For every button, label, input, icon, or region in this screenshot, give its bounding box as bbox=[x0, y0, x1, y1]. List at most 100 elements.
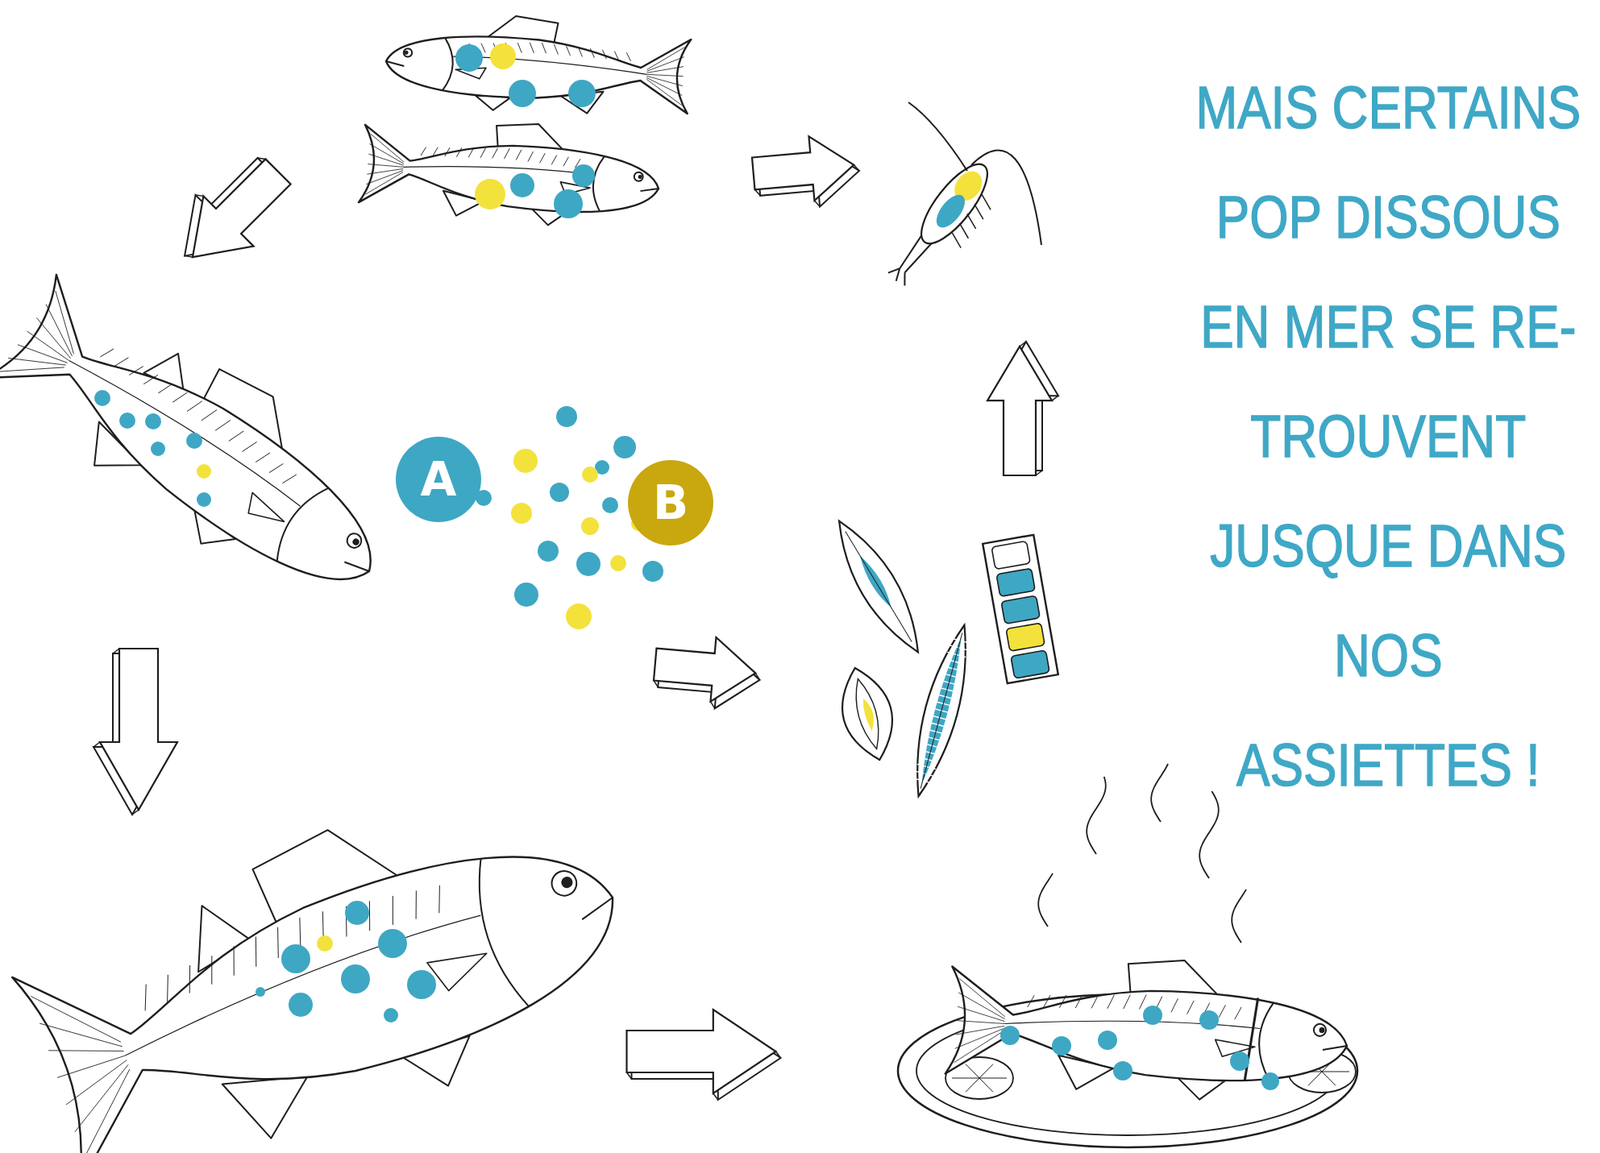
tail-ray bbox=[32, 290, 98, 354]
fish-body bbox=[0, 274, 406, 624]
scale-hatch bbox=[159, 975, 176, 1003]
scale-hatch bbox=[480, 43, 486, 53]
scale-hatch bbox=[181, 965, 199, 994]
tail-ray bbox=[57, 1055, 125, 1078]
scale-hatch bbox=[407, 890, 425, 919]
copepod-leg bbox=[955, 223, 973, 239]
tail-ray bbox=[0, 337, 65, 401]
pop-dot bbox=[602, 497, 619, 514]
fish-mouth bbox=[640, 187, 659, 193]
lemon-segment bbox=[979, 1064, 994, 1079]
arrow-edge bbox=[1019, 341, 1027, 347]
tail-ray bbox=[365, 167, 404, 188]
pop-dot bbox=[186, 432, 203, 449]
scale-hatch bbox=[114, 353, 129, 370]
tail-ray bbox=[647, 54, 685, 73]
scale-hatch bbox=[203, 955, 221, 985]
chain-cell bbox=[1010, 650, 1050, 679]
arrow-face bbox=[167, 146, 304, 283]
copepod-antenna bbox=[908, 102, 968, 171]
flow-arrow bbox=[159, 141, 304, 286]
scale-hatch bbox=[99, 344, 114, 361]
copepod-leg bbox=[977, 195, 995, 211]
tail-ray bbox=[646, 64, 684, 75]
lemon-segment bbox=[979, 1078, 994, 1093]
scale-hatch bbox=[492, 147, 499, 158]
scale-hatch bbox=[553, 44, 559, 55]
scale-hatch bbox=[1075, 995, 1082, 1010]
tail-ray bbox=[29, 317, 79, 358]
scale-hatch bbox=[255, 448, 271, 466]
scale-hatch bbox=[602, 49, 607, 59]
pop-dot bbox=[553, 189, 583, 219]
pop-dot bbox=[508, 79, 537, 108]
scale-hatch bbox=[1187, 1000, 1195, 1015]
fish-pupil bbox=[1318, 1027, 1325, 1034]
copepod-leg bbox=[970, 203, 988, 220]
tuna bbox=[0, 752, 653, 1153]
tail-ray bbox=[368, 133, 407, 163]
fish-pupil bbox=[637, 174, 642, 179]
node-letter: B bbox=[652, 479, 689, 527]
diatom-chain bbox=[982, 535, 1059, 684]
pop-dot bbox=[196, 492, 212, 508]
scale-hatch bbox=[527, 151, 534, 163]
pop-dot bbox=[344, 901, 370, 926]
scale-hatch bbox=[590, 48, 595, 59]
chain-cell bbox=[1001, 595, 1040, 624]
scale-hatch bbox=[128, 362, 143, 379]
lateral-line bbox=[116, 914, 488, 1056]
scale-hatch bbox=[187, 397, 203, 416]
tail-ray bbox=[646, 75, 684, 86]
scale-hatch bbox=[384, 896, 402, 926]
diatom-raphe bbox=[920, 632, 963, 789]
arrow-edge bbox=[853, 164, 860, 171]
scale-hatch bbox=[137, 984, 154, 1012]
scale-hatch bbox=[444, 147, 450, 158]
copepod-leg bbox=[963, 213, 981, 229]
pop-dot bbox=[145, 413, 162, 430]
tail-ray bbox=[30, 304, 89, 357]
tail-ray bbox=[61, 1069, 152, 1153]
fish-eye bbox=[403, 48, 413, 58]
scale-hatch bbox=[225, 946, 243, 976]
gill-line bbox=[266, 480, 329, 562]
fish-eye bbox=[633, 171, 644, 182]
tail-ray bbox=[60, 1064, 144, 1132]
pop-dot bbox=[1051, 1036, 1072, 1056]
flow-arrow bbox=[987, 341, 1059, 476]
cut-line bbox=[1244, 997, 1259, 1083]
arrow-edge bbox=[93, 742, 100, 748]
scale-hatch bbox=[626, 52, 632, 62]
pop-dot bbox=[514, 582, 539, 607]
gill-line bbox=[1256, 1001, 1274, 1080]
scale-hatch bbox=[456, 147, 462, 158]
copepod bbox=[881, 154, 1010, 300]
scale-hatch bbox=[157, 380, 173, 398]
fish-eye bbox=[548, 868, 581, 900]
diatom-shell bbox=[902, 621, 981, 802]
tail-ray bbox=[17, 333, 68, 375]
scale-hatch bbox=[1123, 994, 1131, 1010]
scale-hatch bbox=[172, 388, 188, 406]
scale-hatch bbox=[269, 460, 283, 477]
arrow-face bbox=[99, 648, 178, 811]
tail-ray bbox=[646, 74, 683, 76]
scale-hatch bbox=[1027, 995, 1035, 1009]
pectoral-fin bbox=[241, 492, 287, 533]
scale-hatch bbox=[515, 149, 522, 161]
node-circle: B bbox=[627, 460, 714, 546]
pop-dot bbox=[94, 390, 111, 407]
pop-dot bbox=[1000, 1026, 1020, 1046]
tail-ray bbox=[956, 1006, 1006, 1022]
arrow-edge bbox=[713, 1093, 719, 1101]
diatom-raphe bbox=[845, 531, 912, 642]
scale-hatch bbox=[420, 146, 427, 156]
tail-ray bbox=[645, 77, 683, 96]
tail-ray bbox=[365, 169, 404, 198]
cod bbox=[0, 254, 420, 632]
scale-hatch bbox=[241, 438, 257, 456]
steam bbox=[1231, 889, 1247, 944]
tail-ray bbox=[368, 153, 405, 166]
pop-dot bbox=[568, 79, 596, 108]
